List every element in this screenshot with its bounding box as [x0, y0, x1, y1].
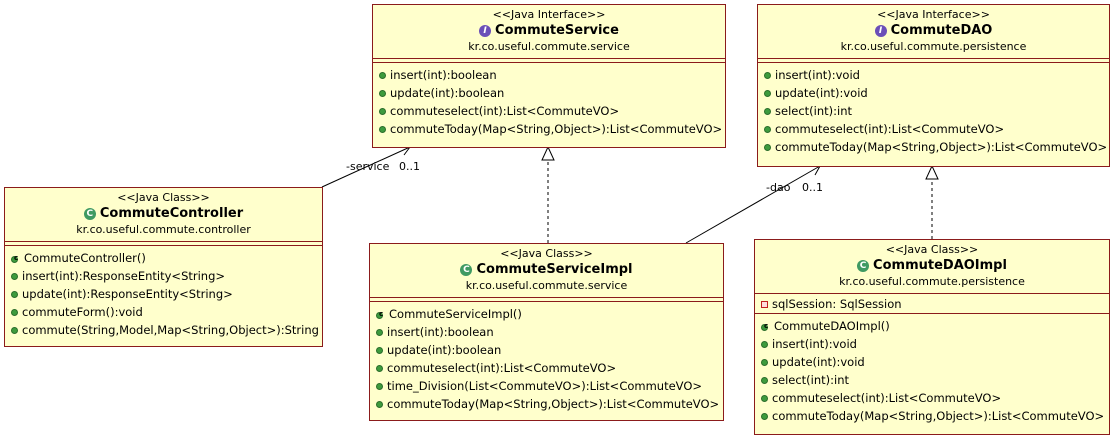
- operations-compartment: insert(int):void update(int):void select…: [758, 63, 1109, 157]
- package-name: kr.co.useful.commute.persistence: [840, 40, 1027, 53]
- constructor-icon: c: [761, 321, 770, 331]
- public-method-icon: [764, 89, 771, 97]
- compartment-divider: [755, 293, 1109, 294]
- public-method-icon: [11, 272, 18, 280]
- public-method-icon: [764, 143, 771, 151]
- stereotype-label: <<Java Class>>: [117, 191, 210, 204]
- package-name: kr.co.useful.commute.service: [465, 279, 628, 292]
- operation-row[interactable]: insert(int):void: [764, 66, 1109, 84]
- public-method-icon: [379, 125, 386, 133]
- class-name: CommuteController: [99, 206, 244, 221]
- public-method-icon: [761, 358, 768, 366]
- association-service-role: -service: [346, 160, 390, 173]
- public-method-icon: [764, 71, 771, 79]
- operation-row[interactable]: update(int):boolean: [379, 84, 725, 102]
- public-method-icon: [761, 376, 768, 384]
- package-name: kr.co.useful.commute.service: [468, 40, 630, 53]
- operation-row[interactable]: update(int):void: [761, 353, 1109, 371]
- constructor-icon: c: [11, 253, 20, 263]
- class-icon: C: [83, 208, 96, 220]
- field-row[interactable]: sqlSession: SqlSession: [761, 295, 1109, 313]
- operation-row[interactable]: insert(int):boolean: [379, 66, 725, 84]
- public-method-icon: [376, 400, 383, 408]
- public-method-icon: [761, 394, 768, 402]
- association-service: [321, 146, 411, 188]
- public-method-icon: [764, 107, 771, 115]
- stereotype-label: <<Java Class>>: [885, 243, 979, 256]
- public-method-icon: [11, 308, 18, 316]
- stereotype-label: <<Java Interface>>: [877, 8, 990, 21]
- public-method-icon: [761, 412, 768, 420]
- class-name: CommuteService: [495, 23, 619, 38]
- operation-row[interactable]: commuteselect(int):List<CommuteVO>: [764, 120, 1109, 138]
- operation-row[interactable]: commuteselect(int):List<CommuteVO>: [761, 389, 1109, 407]
- compartment-divider: [5, 241, 322, 246]
- operation-row[interactable]: select(int):int: [764, 102, 1109, 120]
- operations-compartment: insert(int):boolean update(int):boolean …: [373, 63, 725, 139]
- public-method-icon: [376, 328, 383, 336]
- public-method-icon: [11, 290, 18, 298]
- association-dao-role: -dao: [766, 181, 791, 194]
- public-method-icon: [376, 346, 383, 354]
- operation-row[interactable]: insert(int):ResponseEntity<String>: [11, 267, 322, 285]
- public-method-icon: [764, 125, 771, 133]
- operation-row[interactable]: select(int):int: [761, 371, 1109, 389]
- operation-row[interactable]: commuteselect(int):List<CommuteVO>: [376, 359, 723, 377]
- compartment-divider: [373, 58, 725, 63]
- operation-row[interactable]: update(int):boolean: [376, 341, 723, 359]
- operation-row[interactable]: insert(int):void: [761, 335, 1109, 353]
- operation-row[interactable]: update(int):void: [764, 84, 1109, 102]
- realization-dao-arrowhead: [925, 164, 939, 180]
- operation-row[interactable]: insert(int):boolean: [376, 323, 723, 341]
- public-method-icon: [376, 364, 383, 372]
- public-method-icon: [11, 326, 18, 334]
- package-name: kr.co.useful.commute.controller: [76, 223, 251, 236]
- operation-row[interactable]: commuteselect(int):List<CommuteVO>: [379, 102, 725, 120]
- realization-service-arrowhead: [541, 145, 555, 161]
- operation-row[interactable]: commuteForm():void: [11, 303, 322, 321]
- public-method-icon: [761, 340, 768, 348]
- association-service-multiplicity: 0..1: [399, 160, 420, 173]
- compartment-divider: [755, 313, 1109, 314]
- interface-icon: I: [479, 25, 492, 37]
- interface-icon: I: [874, 25, 887, 37]
- class-name: CommuteServiceImpl: [476, 262, 633, 277]
- class-name: CommuteDAOImpl: [873, 258, 1007, 273]
- constructor-icon: c: [376, 309, 385, 319]
- class-icon: C: [460, 264, 473, 276]
- stereotype-label: <<Java Class>>: [500, 247, 593, 260]
- operation-row[interactable]: commuteToday(Map<String,Object>):List<Co…: [379, 120, 725, 138]
- class-name: CommuteDAO: [890, 23, 993, 38]
- operation-row[interactable]: commuteToday(Map<String,Object>):List<Co…: [376, 395, 723, 413]
- compartment-divider: [758, 58, 1109, 63]
- public-method-icon: [379, 89, 386, 97]
- operation-row[interactable]: time_Division(List<CommuteVO>):List<Comm…: [376, 377, 723, 395]
- class-icon: C: [857, 260, 870, 272]
- fields-compartment: sqlSession: SqlSession: [755, 294, 1109, 313]
- public-method-icon: [376, 382, 383, 390]
- compartment-divider: [370, 297, 723, 302]
- package-name: kr.co.useful.commute.persistence: [839, 275, 1025, 288]
- association-dao-multiplicity: 0..1: [802, 181, 823, 194]
- association-dao: [685, 165, 821, 244]
- stereotype-label: <<Java Interface>>: [492, 8, 606, 21]
- operation-row[interactable]: commute(String,Model,Map<String,Object>)…: [11, 321, 322, 339]
- public-method-icon: [379, 71, 386, 79]
- operation-row[interactable]: commuteToday(Map<String,Object>):List<Co…: [764, 138, 1109, 156]
- operation-row[interactable]: commuteToday(Map<String,Object>):List<Co…: [761, 407, 1109, 425]
- private-field-icon: [761, 300, 768, 308]
- public-method-icon: [379, 107, 386, 115]
- operation-row[interactable]: update(int):ResponseEntity<String>: [11, 285, 322, 303]
